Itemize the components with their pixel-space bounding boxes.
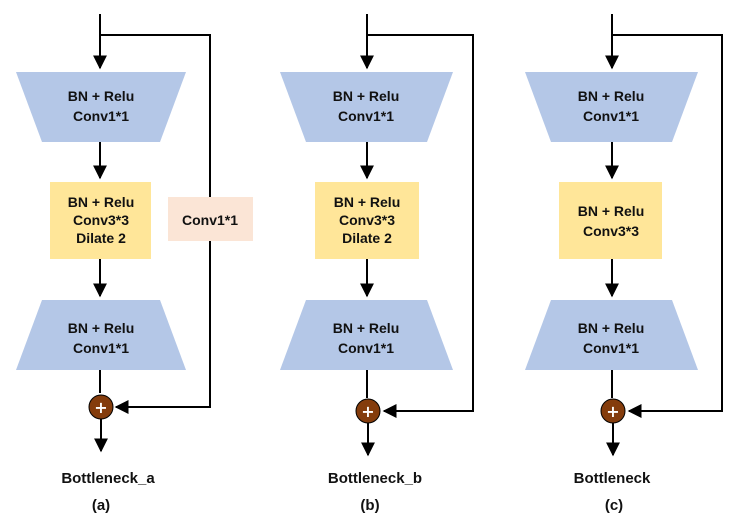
- mid-block-a: [50, 182, 151, 259]
- bottom-block-a-line2: Conv1*1: [73, 340, 129, 356]
- top-block-b-line1: BN + Relu: [333, 88, 400, 104]
- mid-block-b-line1: BN + Relu: [334, 194, 401, 210]
- top-block-b-line2: Conv1*1: [338, 108, 394, 124]
- panel-b-label: (b): [360, 497, 379, 514]
- top-block-b: [280, 72, 453, 142]
- panel-c-label: (c): [605, 497, 623, 514]
- add-node-c-symbol: +: [606, 402, 619, 421]
- mid-block-c-line2: Conv3*3: [583, 223, 639, 239]
- mid-block-a-line1: BN + Relu: [68, 194, 135, 210]
- top-block-c-line1: BN + Relu: [578, 88, 645, 104]
- mid-block-a-line3: Dilate 2: [76, 230, 126, 246]
- bottom-block-b-line2: Conv1*1: [338, 340, 394, 356]
- top-block-a: [16, 72, 186, 142]
- mid-block-c-line1: BN + Relu: [578, 203, 645, 219]
- panel-b: BN + Relu Conv1*1 BN + Relu Conv3*3 Dila…: [280, 14, 474, 514]
- mid-block-c: [559, 182, 662, 259]
- bottom-block-c-line2: Conv1*1: [583, 340, 639, 356]
- bottom-block-b: [280, 300, 453, 370]
- bottom-block-a-line1: BN + Relu: [68, 320, 135, 336]
- shortcut-conv-block-a: [168, 197, 253, 241]
- mid-block-b: [315, 182, 419, 259]
- top-block-a-line1: BN + Relu: [68, 88, 135, 104]
- top-block-c-line2: Conv1*1: [583, 108, 639, 124]
- bottom-block-c-line1: BN + Relu: [578, 320, 645, 336]
- mid-block-b-line2: Conv3*3: [339, 212, 395, 228]
- panel-a-label: (a): [92, 497, 110, 514]
- top-block-a-line2: Conv1*1: [73, 108, 129, 124]
- add-node-a-symbol: +: [94, 398, 107, 417]
- skip-connection-c: [612, 34, 723, 418]
- panel-a-name: Bottleneck_a: [61, 470, 155, 487]
- mid-block-a-line2: Conv3*3: [73, 212, 129, 228]
- add-node-b-symbol: +: [361, 402, 374, 421]
- panel-b-name: Bottleneck_b: [328, 470, 422, 487]
- top-block-c: [525, 72, 698, 142]
- bottom-block-a: [16, 300, 186, 370]
- bottom-block-b-line1: BN + Relu: [333, 320, 400, 336]
- mid-block-b-line3: Dilate 2: [342, 230, 392, 246]
- panel-a: BN + Relu Conv1*1 BN + Relu Conv3*3 Dila…: [16, 14, 253, 514]
- shortcut-conv-block-a-label: Conv1*1: [182, 212, 238, 228]
- bottom-block-c: [525, 300, 698, 370]
- skip-connection-b: [367, 34, 474, 418]
- panel-c-name: Bottleneck: [574, 470, 651, 487]
- panel-c: BN + Relu Conv1*1 BN + Relu Conv3*3 BN +…: [525, 14, 723, 514]
